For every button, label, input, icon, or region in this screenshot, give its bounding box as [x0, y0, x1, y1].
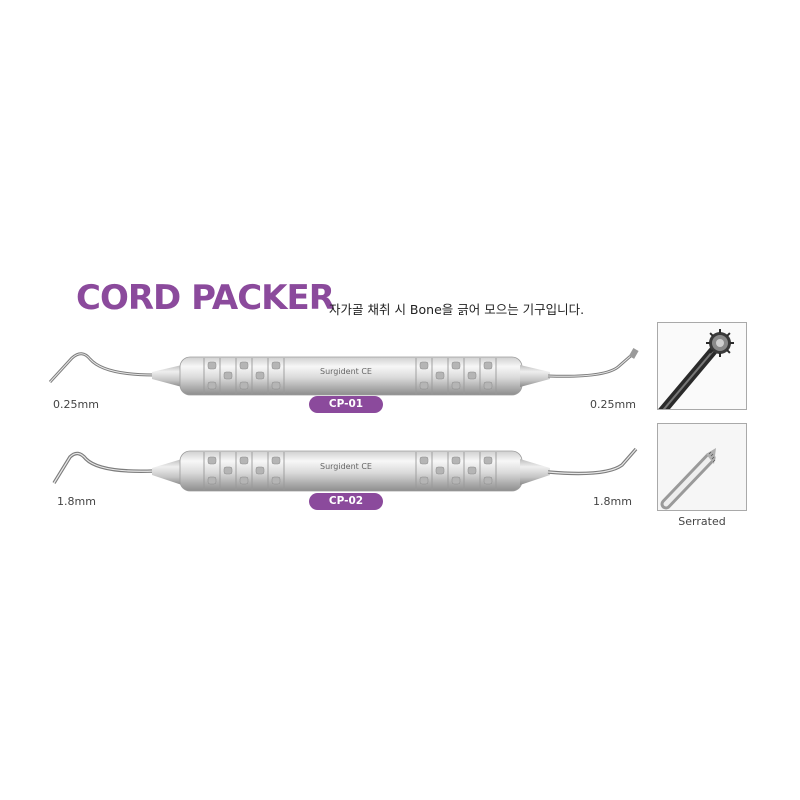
tip-size-left: 1.8mm: [57, 495, 96, 508]
model-code-badge: CP-02: [309, 493, 383, 510]
brand-mark: Surgident CE: [320, 367, 372, 376]
model-code-badge: CP-01: [309, 396, 383, 413]
instrument-cp01-icon: Surgident CE: [48, 348, 639, 396]
detail-caption: Serrated: [678, 515, 726, 528]
page-title: CORD PACKER: [76, 278, 335, 318]
tip-size-left: 0.25mm: [53, 398, 99, 411]
tip-size-right: 1.8mm: [593, 495, 632, 508]
instrument-cp02-icon: Surgident CE: [52, 447, 638, 492]
tip-closeup-panel: [657, 423, 747, 511]
tip-closeup-panel: [657, 322, 747, 410]
product-description: 자가골 채취 시 Bone을 긁어 모으는 기구입니다.: [329, 302, 585, 317]
serrated-tip-icon: [658, 323, 746, 409]
tip-size-right: 0.25mm: [590, 398, 636, 411]
tip-closeup-icon: [658, 424, 746, 510]
brand-mark: Surgident CE: [320, 462, 372, 471]
